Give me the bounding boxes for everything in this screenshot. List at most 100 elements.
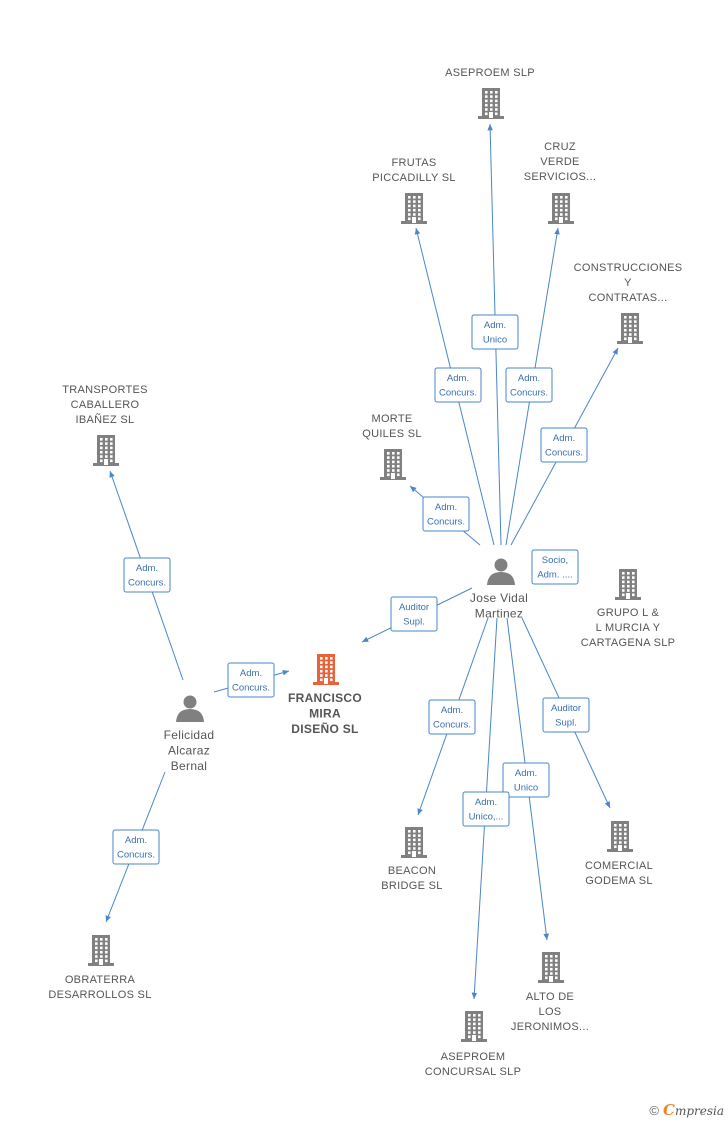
edge-label-box xyxy=(471,314,519,350)
edge-label-text: Adm. xyxy=(475,797,497,808)
edge-label-jose-morte[interactable]: Adm. Concurs. xyxy=(422,496,470,532)
building-icon xyxy=(615,569,641,600)
node-label: PICCADILLY SL xyxy=(372,172,456,184)
edge-label-text: Auditor xyxy=(551,703,581,714)
node-cruz-verde[interactable]: CRUZVERDESERVICIOS... xyxy=(524,141,596,224)
footer: © Cmpresia xyxy=(649,1101,724,1119)
edge-label-text: Concurs. xyxy=(510,388,548,399)
empresia-logo[interactable]: Cmpresia xyxy=(662,1101,724,1119)
node-label: CONCURSAL SLP xyxy=(425,1066,521,1078)
edge-label-jose-alto[interactable]: Adm. Unico xyxy=(502,762,550,798)
edge-label-text: Adm. xyxy=(240,668,262,679)
edge-label-box xyxy=(227,662,275,698)
node-frutas[interactable]: FRUTAS PICCADILLY SL xyxy=(372,157,456,224)
edge-label-text: Unico,... xyxy=(469,812,504,823)
edge-label-jose-aseproem_slp[interactable]: Adm. Unico xyxy=(471,314,519,350)
node-label: LOS xyxy=(539,1006,562,1018)
building-icon xyxy=(380,449,406,480)
edge-label-jose-beacon[interactable]: Adm.Concurs. xyxy=(428,699,476,735)
node-label: QUILES SL xyxy=(362,428,422,440)
edge-label-text: Adm. xyxy=(447,373,469,384)
node-label: OBRATERRA xyxy=(65,974,136,986)
node-label: TRANSPORTES xyxy=(62,384,148,396)
edge-label-text: Supl. xyxy=(403,617,425,628)
edge-label-box xyxy=(505,367,553,403)
edge-label-box xyxy=(428,699,476,735)
node-label: ASEPROEM SLP xyxy=(445,67,535,79)
edge-label-text: Concurs. xyxy=(427,517,465,528)
edge-label-box xyxy=(542,697,590,733)
edge-label-text: Concurs. xyxy=(433,720,471,731)
edge-label-text: Concurs. xyxy=(232,683,270,694)
person-icon xyxy=(487,558,515,585)
edge-label-text: Adm. xyxy=(484,320,506,331)
edge-label-jose-frutas[interactable]: Adm.Concurs. xyxy=(434,367,482,403)
node-label: DESARROLLOS SL xyxy=(48,989,151,1001)
edge-label-text: Adm. xyxy=(515,768,537,779)
node-label: L MURCIA Y xyxy=(596,622,661,634)
edge-label-jose-cruz_verde[interactable]: Adm. Concurs. xyxy=(505,367,553,403)
edge-label-text: Adm. xyxy=(136,563,158,574)
node-label: Bernal xyxy=(171,759,208,773)
node-alto[interactable]: ALTO DE LOS JERONIMOS... xyxy=(511,952,589,1033)
node-label: CONSTRUCCIONES xyxy=(574,262,683,274)
edge-label-text: Adm. xyxy=(518,373,540,384)
node-aseproem-slp[interactable]: ASEPROEM SLP xyxy=(445,67,535,119)
node-label: Felicidad xyxy=(164,728,215,742)
edge-labels-layer: Adm.UnicoAdm.Concurs.Adm.Concurs.Adm.Con… xyxy=(112,314,590,865)
edge-label-text: Unico xyxy=(514,783,538,794)
edge-label-text: Unico xyxy=(483,335,507,346)
edge-label-box xyxy=(462,791,510,827)
node-label: SERVICIOS... xyxy=(524,171,596,183)
edge-label-text: Socio, xyxy=(542,555,568,566)
edge-label-jose-construcciones[interactable]: Adm. Concurs. xyxy=(540,427,588,463)
building-icon xyxy=(607,821,633,852)
edge-label-jose-grupo[interactable]: Socio,Adm. .... xyxy=(531,549,579,585)
node-label: IBAÑEZ SL xyxy=(76,413,135,426)
edge-label-felicidad-obraterra[interactable]: Adm.Concurs. xyxy=(112,829,160,865)
building-icon xyxy=(401,193,427,224)
edge-label-jose-aseproem_concursal[interactable]: Adm. Unico,... xyxy=(462,791,510,827)
node-label: FRUTAS xyxy=(392,157,437,169)
edge-label-felicidad-transportes[interactable]: Adm.Concurs. xyxy=(123,557,171,593)
building-icon xyxy=(313,654,339,685)
building-icon xyxy=(401,827,427,858)
node-label: ALTO DE xyxy=(526,991,574,1003)
edge-label-box xyxy=(422,496,470,532)
edge-label-text: Adm. xyxy=(553,433,575,444)
edge-label-box xyxy=(531,549,579,585)
edge-label-text: Concurs. xyxy=(117,850,155,861)
edge-label-text: Adm. xyxy=(435,502,457,513)
edge-label-text: Concurs. xyxy=(545,448,583,459)
edge-label-felicidad-francisco[interactable]: Adm. Concurs. xyxy=(227,662,275,698)
node-label: MIRA xyxy=(309,707,341,721)
building-icon xyxy=(478,88,504,119)
building-icon xyxy=(93,435,119,466)
edge-label-text: Auditor xyxy=(399,602,429,613)
node-label: CARTAGENA SLP xyxy=(581,637,676,649)
node-construcciones[interactable]: CONSTRUCCIONESYCONTRATAS... xyxy=(574,262,683,344)
node-label: CRUZ xyxy=(544,141,576,153)
node-label: Y xyxy=(624,277,632,289)
node-label: JERONIMOS... xyxy=(511,1021,589,1033)
building-icon xyxy=(538,952,564,983)
node-label: BRIDGE SL xyxy=(381,880,442,892)
node-label: FRANCISCO xyxy=(288,691,362,705)
node-obraterra[interactable]: OBRATERRA DESARROLLOS SL xyxy=(48,935,151,1001)
edge-label-box xyxy=(123,557,171,593)
building-icon xyxy=(617,313,643,344)
node-label: Alcaraz xyxy=(168,744,210,758)
building-icon xyxy=(88,935,114,966)
